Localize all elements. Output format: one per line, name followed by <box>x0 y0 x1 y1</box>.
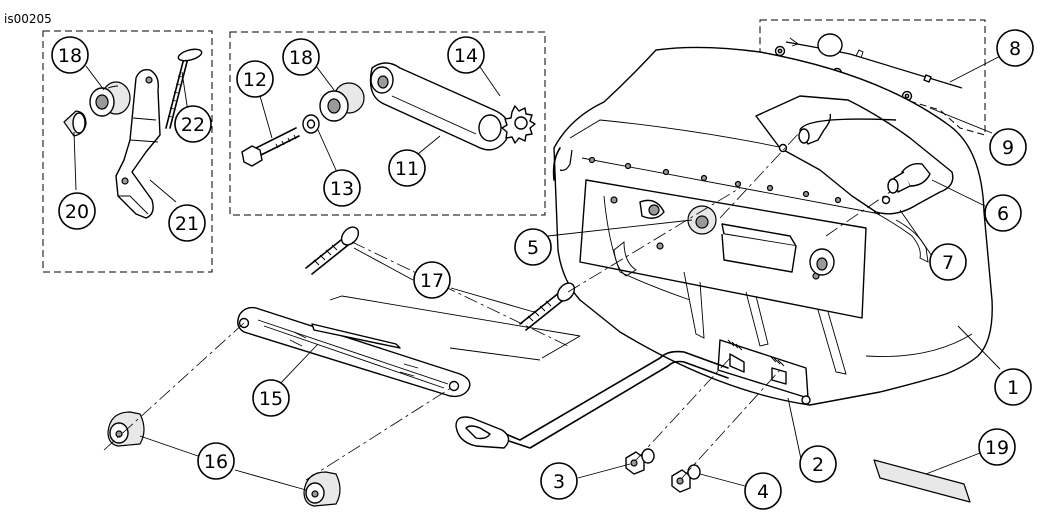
svg-text:11: 11 <box>395 158 419 180</box>
part-22-bolt <box>165 48 203 129</box>
callout-5: 5 <box>514 228 552 266</box>
part-1-saddlebag <box>552 46 993 406</box>
callout-13: 13 <box>323 169 361 207</box>
part-17-bolt-lower <box>519 282 576 331</box>
callout-18-right: 18 <box>282 38 320 76</box>
callout-14: 14 <box>447 36 485 74</box>
part-5-bushing <box>687 205 717 235</box>
callout-20: 20 <box>58 192 96 230</box>
part-18-bushing-left <box>89 81 131 117</box>
callout-18-left: 18 <box>51 36 89 74</box>
svg-text:18: 18 <box>58 45 82 67</box>
svg-text:4: 4 <box>757 481 769 503</box>
group-box-arm-kit <box>229 31 546 216</box>
part-17-bolt-upper <box>305 226 360 275</box>
part-18-bushing-right <box>319 82 365 122</box>
svg-text:12: 12 <box>243 69 267 91</box>
callout-9: 9 <box>989 128 1027 166</box>
callout-2: 2 <box>799 445 837 483</box>
callout-7: 7 <box>929 243 967 281</box>
svg-text:1: 1 <box>1007 377 1019 399</box>
callout-8: 8 <box>996 29 1034 67</box>
svg-text:5: 5 <box>527 237 539 259</box>
svg-text:13: 13 <box>330 178 354 200</box>
svg-text:7: 7 <box>942 252 954 274</box>
part-13-washer <box>302 114 320 134</box>
group-box-latch-cable <box>759 19 986 136</box>
callout-16: 16 <box>197 442 235 480</box>
svg-text:17: 17 <box>420 270 444 292</box>
svg-text:20: 20 <box>65 201 89 223</box>
callout-1: 1 <box>994 368 1032 406</box>
group-box-bracket-kit <box>42 30 213 273</box>
part-12-bolt <box>241 127 300 167</box>
callout-15: 15 <box>252 379 290 417</box>
part-14-gear <box>501 105 536 144</box>
callout-6: 6 <box>984 194 1022 232</box>
part-2-mount-plate <box>717 339 811 405</box>
svg-text:19: 19 <box>985 437 1009 459</box>
assembly-centerlines <box>103 131 891 481</box>
part-19-pad <box>873 459 971 503</box>
figure-id-label: is00205 <box>4 12 52 26</box>
svg-text:6: 6 <box>997 203 1009 225</box>
part-3-nut <box>625 448 655 475</box>
callout-21: 21 <box>168 204 206 242</box>
part-16-bushing-lower <box>303 471 341 507</box>
svg-text:14: 14 <box>454 45 478 67</box>
svg-text:8: 8 <box>1009 38 1021 60</box>
part-21-bracket <box>115 68 161 219</box>
callout-4: 4 <box>744 472 782 510</box>
svg-text:21: 21 <box>175 213 199 235</box>
part-8-cable <box>785 33 963 89</box>
callout-17: 17 <box>413 261 451 299</box>
callout-11: 11 <box>388 149 426 187</box>
callout-19: 19 <box>978 428 1016 466</box>
part-16-bushing-upper <box>107 411 145 447</box>
svg-text:16: 16 <box>204 451 228 473</box>
callout-3: 3 <box>540 462 578 500</box>
callout-22: 22 <box>174 105 212 143</box>
svg-text:9: 9 <box>1002 137 1014 159</box>
svg-text:18: 18 <box>289 47 313 69</box>
part-2-strap <box>455 350 729 449</box>
part-6-latch-post <box>798 113 931 194</box>
part-4-nut <box>671 464 701 493</box>
svg-text:2: 2 <box>812 454 824 476</box>
svg-text:3: 3 <box>553 471 565 493</box>
svg-text:15: 15 <box>259 388 283 410</box>
part-7-grommet <box>778 143 891 205</box>
part-11-arm <box>369 62 510 151</box>
part-20-cap <box>63 110 87 137</box>
part-15-rail <box>237 306 471 398</box>
svg-text:22: 22 <box>181 114 205 136</box>
callout-12: 12 <box>236 60 274 98</box>
